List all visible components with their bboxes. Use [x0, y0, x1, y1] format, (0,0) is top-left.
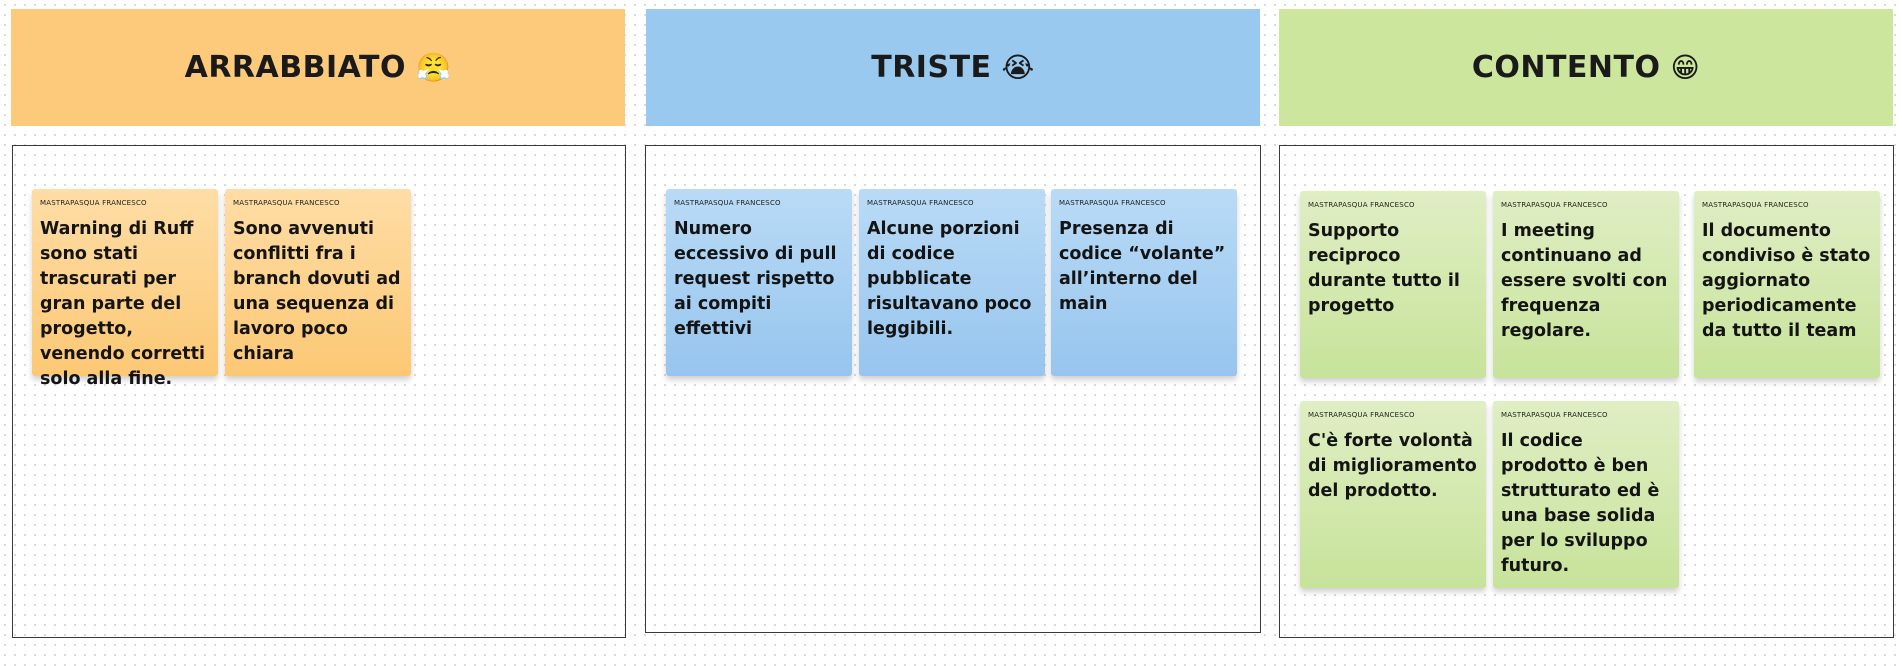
column-area-triste: [645, 145, 1261, 633]
sticky-note[interactable]: MASTRAPASQUA FRANCESCO Numero eccessivo …: [666, 189, 852, 376]
note-text: Il codice prodotto è ben strutturato ed …: [1501, 431, 1660, 576]
note-author: MASTRAPASQUA FRANCESCO: [1059, 199, 1166, 207]
sticky-note[interactable]: MASTRAPASQUA FRANCESCO Il documento cond…: [1694, 191, 1880, 378]
column-header-contento: CONTENTO 😁: [1279, 9, 1893, 126]
sticky-note[interactable]: MASTRAPASQUA FRANCESCO C'è forte volontà…: [1300, 401, 1486, 588]
column-area-arrabbiato: [12, 145, 626, 638]
column-header-arrabbiato: ARRABBIATO 😤: [11, 9, 625, 126]
note-text: Numero eccessivo di pull request rispett…: [674, 219, 837, 339]
column-title: CONTENTO: [1471, 50, 1661, 85]
sticky-note[interactable]: MASTRAPASQUA FRANCESCO Warning di Ruff s…: [32, 189, 218, 389]
sticky-note[interactable]: MASTRAPASQUA FRANCESCO Supporto reciproc…: [1300, 191, 1486, 378]
sticky-note[interactable]: MASTRAPASQUA FRANCESCO Alcune porzioni d…: [859, 189, 1045, 376]
column-title: ARRABBIATO: [184, 50, 406, 85]
note-author: MASTRAPASQUA FRANCESCO: [1308, 411, 1415, 419]
note-text: Sono avvenuti conflitti fra i branch dov…: [233, 219, 401, 364]
note-text: C'è forte volontà di miglioramento del p…: [1308, 431, 1477, 501]
note-author: MASTRAPASQUA FRANCESCO: [1702, 201, 1809, 209]
crying-face-icon: 😭: [1001, 51, 1035, 84]
note-author: MASTRAPASQUA FRANCESCO: [1308, 201, 1415, 209]
sticky-note[interactable]: MASTRAPASQUA FRANCESCO Il codice prodott…: [1493, 401, 1679, 588]
note-author: MASTRAPASQUA FRANCESCO: [40, 199, 147, 207]
note-text: Il documento condiviso è stato aggiornat…: [1702, 221, 1871, 341]
column-header-triste: TRISTE 😭: [646, 9, 1260, 126]
note-author: MASTRAPASQUA FRANCESCO: [233, 199, 340, 207]
note-text: Warning di Ruff sono stati trascurati pe…: [40, 219, 205, 389]
note-text: I meeting continuano ad essere svolti co…: [1501, 221, 1668, 341]
note-text: Alcune porzioni di codice pubblicate ris…: [867, 219, 1032, 339]
sticky-note[interactable]: MASTRAPASQUA FRANCESCO I meeting continu…: [1493, 191, 1679, 378]
note-text: Supporto reciproco durante tutto il prog…: [1308, 221, 1460, 316]
sticky-note[interactable]: MASTRAPASQUA FRANCESCO Presenza di codic…: [1051, 189, 1237, 376]
note-text: Presenza di codice “volante” all’interno…: [1059, 219, 1226, 314]
note-author: MASTRAPASQUA FRANCESCO: [674, 199, 781, 207]
note-author: MASTRAPASQUA FRANCESCO: [1501, 201, 1608, 209]
sticky-note[interactable]: MASTRAPASQUA FRANCESCO Sono avvenuti con…: [225, 189, 411, 376]
grinning-face-icon: 😁: [1670, 51, 1701, 84]
note-author: MASTRAPASQUA FRANCESCO: [867, 199, 974, 207]
column-title: TRISTE: [871, 50, 992, 85]
note-author: MASTRAPASQUA FRANCESCO: [1501, 411, 1608, 419]
column-area-contento: [1279, 145, 1894, 638]
angry-face-icon: 😤: [416, 51, 452, 84]
